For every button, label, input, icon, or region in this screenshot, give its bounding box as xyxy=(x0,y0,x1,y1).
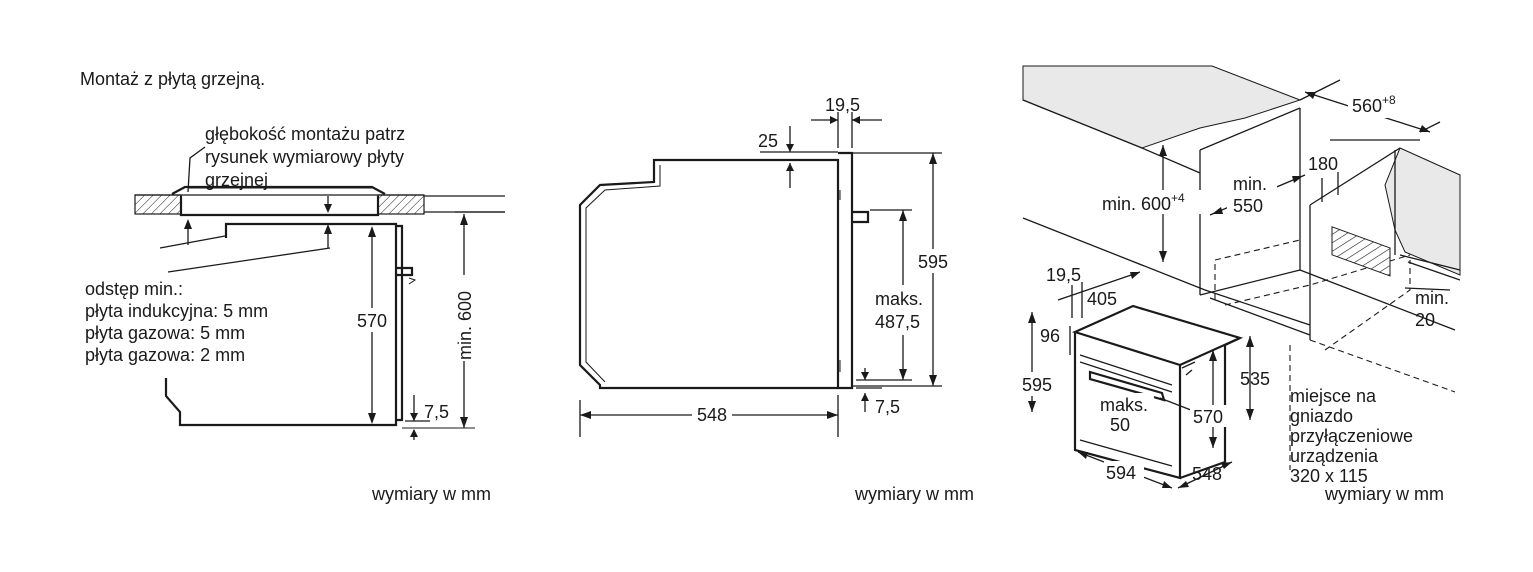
dim-548-label: 548 xyxy=(697,405,727,425)
dim-maks-label: maks. 487,5 xyxy=(875,289,928,332)
cabinet-dashed xyxy=(1214,239,1456,470)
middle-units: wymiary w mm xyxy=(854,484,974,504)
worktop-slab xyxy=(1022,65,1302,149)
dim-25-label: 25 xyxy=(758,131,778,151)
dim-548-right-label: 548 xyxy=(1192,464,1222,484)
middle-view: 19,5 25 595 maks. 487,5 548 7,5 xyxy=(578,95,974,504)
dim-570-right-arrows xyxy=(1209,350,1217,448)
note-leader xyxy=(187,146,206,193)
dim-570-bg xyxy=(353,308,391,332)
dim-min600-right-label: min. 600+4 xyxy=(1102,191,1185,214)
dim-405-label: 405 xyxy=(1087,289,1117,309)
gap-right-arrow xyxy=(324,224,332,234)
dim-548-right-arrows xyxy=(1178,462,1232,488)
depth-note: głębokość montażu patrz rysunek wymiarow… xyxy=(205,124,410,190)
dim-570-right-label: 570 xyxy=(1193,407,1223,427)
dim-180-line xyxy=(1321,172,1339,202)
right-view: 560+8 min. 600+4 min. 550 180 min. 20 xyxy=(1020,65,1461,504)
dim-min550-bg xyxy=(1227,172,1277,218)
dim-min600-right-bg xyxy=(1100,190,1204,214)
socket-area xyxy=(1331,226,1391,277)
oven3d-knob xyxy=(1181,361,1196,376)
oven-side-outline xyxy=(164,222,404,427)
oven-handle-mid xyxy=(852,210,870,224)
oven-body-outline xyxy=(578,158,840,390)
dim-min20-label: min. 20 xyxy=(1415,288,1454,330)
dim-min550-label: min. 550 xyxy=(1233,174,1272,216)
dim-560-bg xyxy=(1348,92,1414,118)
left-units: wymiary w mm xyxy=(371,484,491,504)
side-wall xyxy=(1384,147,1461,276)
dim-180-label: 180 xyxy=(1308,154,1338,174)
dim-min550-arrows xyxy=(1212,176,1303,214)
dim-min20-line xyxy=(1404,287,1451,291)
cabinet-left-side xyxy=(1141,107,1301,296)
dim-548-bg xyxy=(692,403,732,427)
dim-535-label: 535 xyxy=(1240,369,1270,389)
dim-560-label: 560+8 xyxy=(1352,93,1396,116)
oven3d-panel-lines xyxy=(1079,354,1173,467)
dim-25-arrows xyxy=(786,144,794,171)
right-units: wymiary w mm xyxy=(1324,484,1444,504)
handle-tip xyxy=(408,277,417,285)
dim-595-label: 595 xyxy=(918,252,948,272)
dim-19_5-right-label: 19,5 xyxy=(1046,265,1081,285)
oven-front-panel xyxy=(838,151,854,390)
dim-maks50-label: maks. 50 xyxy=(1100,395,1153,435)
oven-inner-line xyxy=(585,165,661,383)
dim-min600-bg xyxy=(453,275,475,361)
dim-595-right-bg xyxy=(1020,372,1060,396)
dim-maks50-bg xyxy=(1098,393,1154,435)
dim-595-bg xyxy=(912,249,952,273)
dim-595-right-arrows xyxy=(1028,312,1036,412)
worktop-edge xyxy=(1022,99,1143,149)
gap-left-arrow xyxy=(184,219,192,229)
worktop-right-section xyxy=(377,194,425,215)
break-lines xyxy=(159,235,331,273)
dim-570-right-bg xyxy=(1190,405,1234,427)
dim-96-label: 96 xyxy=(1040,326,1060,346)
dim-560-ext xyxy=(1299,79,1441,133)
oven3d-top xyxy=(1071,304,1244,367)
gap-text: odstęp min.: płyta indukcyjna: 5 mm płyt… xyxy=(85,279,273,365)
dim-19_5-arrows xyxy=(830,116,860,124)
dim-594-bg xyxy=(1104,461,1144,483)
left-view: Montaż z płytą grzejną. głębokość montaż… xyxy=(80,69,505,504)
cabinet-right-side xyxy=(1309,147,1401,340)
socket-note: miejsce na gniazdo przyłączeniowe urządz… xyxy=(1290,386,1418,486)
hob-outline xyxy=(171,185,386,217)
dim-405-line xyxy=(1057,271,1141,318)
dim-maks-bg xyxy=(873,285,931,335)
dim-min600-label: min. 600 xyxy=(455,291,475,360)
dim-19_5-line xyxy=(811,112,882,148)
dim-7_5-mid-arrows xyxy=(861,372,869,401)
cabinet-bottom-lines xyxy=(1022,217,1456,336)
dim-7_5-arrows xyxy=(410,413,418,437)
wall-lines xyxy=(424,195,505,213)
cabinet-misc xyxy=(1330,139,1461,281)
worktop-left-section xyxy=(134,194,182,215)
dim-594-label: 594 xyxy=(1106,463,1136,483)
hob-depth-arrow xyxy=(324,204,332,213)
dim-570-label: 570 xyxy=(357,311,387,331)
left-title: Montaż z płytą grzejną. xyxy=(80,69,265,89)
oven-handle xyxy=(396,266,414,277)
oven3d-side xyxy=(1179,337,1241,480)
dim-405-arrow xyxy=(1130,272,1140,279)
dim-7_5-mid-label: 7,5 xyxy=(875,397,900,417)
dim-7_5-label: 7,5 xyxy=(424,402,449,422)
dim-19_5-label: 19,5 xyxy=(825,95,860,115)
dim-595-right-label: 595 xyxy=(1022,375,1052,395)
